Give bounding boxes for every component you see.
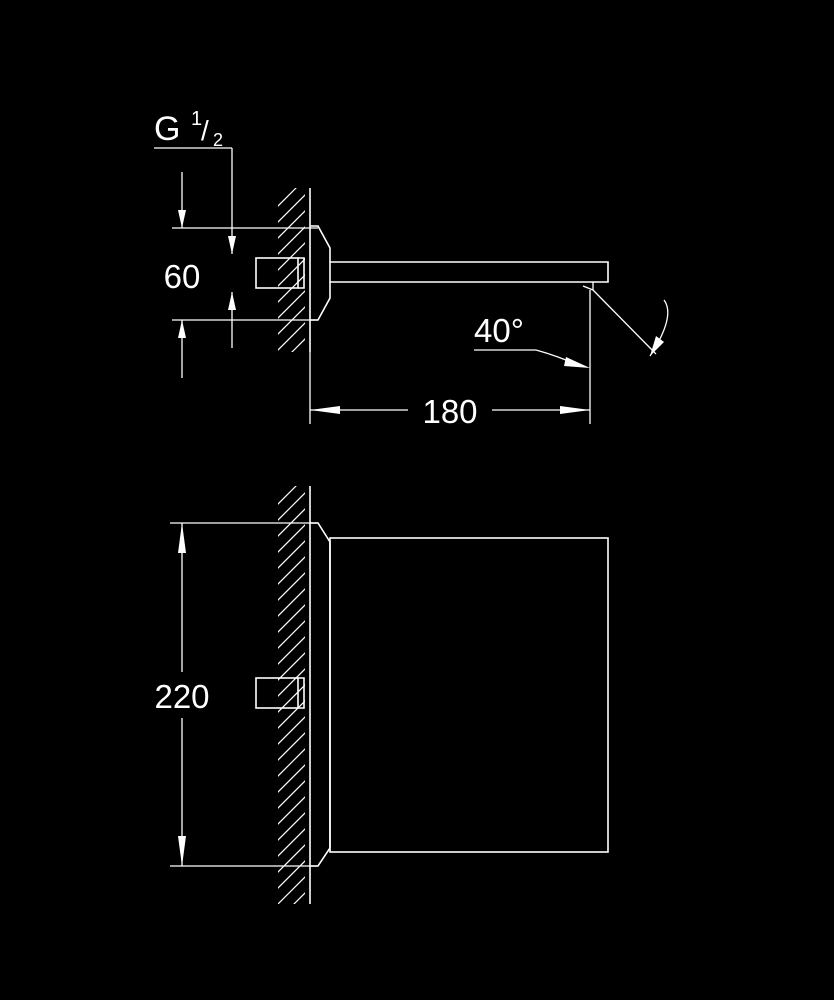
hatch-line: [278, 194, 305, 223]
dim-220-text: 220: [154, 678, 209, 715]
thread-letter: G: [154, 110, 180, 148]
spout-side: [330, 261, 609, 291]
hatch-line: [278, 274, 305, 303]
side-view: G 1 / 2 60 180: [154, 108, 669, 430]
hatch-line: [278, 486, 297, 505]
hatch-line: [278, 716, 305, 745]
dimension-angle: 40°: [474, 289, 669, 368]
dim-60-text: 60: [164, 258, 201, 295]
hatch-line: [278, 748, 305, 777]
hatch-line: [278, 188, 297, 207]
front-view: 220: [154, 486, 609, 938]
hatch-line: [278, 700, 305, 729]
thread-label: G 1 / 2: [154, 108, 236, 348]
hatch-line: [278, 492, 305, 521]
connection-block-side: [255, 257, 305, 289]
hatch-line: [291, 338, 305, 352]
hatch-line: [278, 210, 305, 239]
hatch-line: [278, 242, 305, 271]
hatch-line: [278, 652, 305, 681]
dimension-180: 180: [309, 290, 591, 430]
hatch-line: [278, 844, 305, 873]
hatch-line: [278, 780, 305, 809]
hatch-line: [278, 290, 305, 319]
hatch-line: [278, 524, 305, 553]
dimension-60: 60: [164, 172, 318, 378]
hatch-line: [278, 636, 305, 665]
hatch-line: [278, 620, 305, 649]
hatch-line: [278, 860, 305, 889]
hatch-line: [278, 588, 305, 617]
hatch-line: [278, 572, 305, 601]
hatch-line: [278, 556, 305, 585]
hatch-line: [278, 668, 305, 697]
hatch-line: [276, 904, 310, 938]
hatch-line: [278, 322, 305, 351]
thread-numerator: 1: [191, 108, 202, 130]
hatch-line: [278, 604, 305, 633]
hatch-line: [276, 350, 310, 384]
hatch-line: [293, 892, 305, 904]
hatch-line: [278, 258, 305, 287]
wall-section-top: [276, 188, 311, 384]
hatch-line: [278, 876, 305, 904]
thread-slash: /: [201, 115, 209, 146]
hatch-line: [278, 540, 305, 569]
front-plate: [310, 522, 331, 867]
hatch-line: [278, 764, 305, 793]
thread-denominator: 2: [213, 130, 223, 150]
hatch-line: [278, 306, 305, 335]
escutcheon-plate: [310, 225, 331, 321]
dimension-220: 220: [154, 522, 318, 867]
dim-angle-text: 40°: [474, 312, 524, 349]
hatch-line: [278, 796, 305, 825]
hatch-line: [278, 812, 305, 841]
wall-section-bottom: [276, 486, 311, 938]
hatch-line: [278, 226, 305, 255]
spout-front: [329, 537, 609, 853]
hatch-line: [278, 732, 305, 761]
hatch-line: [278, 684, 305, 713]
dim-180-text: 180: [422, 393, 477, 430]
hatch-line: [278, 508, 305, 537]
connection-block-front: [255, 677, 305, 709]
hatch-line: [278, 828, 305, 857]
